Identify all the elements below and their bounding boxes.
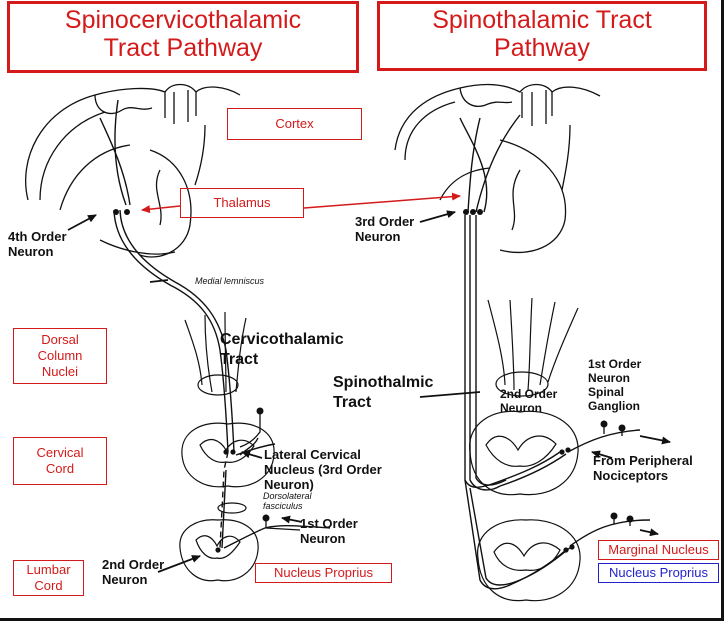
thalamus-connector-arrows (141, 192, 461, 214)
right-tract-lines (459, 114, 651, 590)
left-title: Spinocervicothalamic Tract Pathway (7, 1, 359, 73)
dorsolateral-fasciculus-label: Dorsolateral fasciculus (263, 491, 312, 511)
right-cervical-cord (469, 410, 579, 496)
cervical-cord-box: Cervical Cord (13, 437, 107, 485)
right-arrows (419, 210, 671, 537)
first-order-neuron-left-label: 1st Order Neuron (300, 516, 358, 546)
cortex-box: Cortex (227, 108, 362, 140)
third-order-neuron-label: 3rd Order Neuron (355, 214, 415, 244)
first-order-neuron-right-label: 1st Order Neuron Spinal Ganglion (588, 357, 642, 413)
right-lumbar-cord (477, 519, 581, 602)
medial-lemniscus-label: Medial lemniscus (195, 276, 265, 286)
second-order-neuron-left-label: 2nd Order Neuron (102, 557, 165, 587)
left-cervical-cord (181, 422, 275, 488)
fourth-order-neuron-label: 4th Order Neuron (8, 229, 67, 259)
right-brain-section (394, 83, 601, 254)
right-neuron-dots (463, 209, 634, 553)
right-brainstem (487, 297, 579, 397)
left-lumbar-cord (179, 502, 259, 582)
peripheral-nociceptors-label: From Peripheral Nociceptors (593, 453, 693, 483)
marginal-nucleus-box: Marginal Nucleus (598, 540, 719, 560)
thalamus-box: Thalamus (180, 188, 304, 218)
left-tract-lines (99, 99, 331, 549)
spinothalmic-tract-label: Spinothalmic Tract (333, 374, 434, 411)
lumbar-cord-box: Lumbar Cord (13, 560, 84, 596)
lateral-cervical-nucleus-label: Lateral Cervical Nucleus (3rd Order Neur… (264, 447, 382, 492)
nucleus-proprius-left-box: Nucleus Proprius (255, 563, 392, 583)
nucleus-proprius-right-box: Nucleus Proprius (598, 563, 719, 583)
dorsal-column-nuclei-box: Dorsal Column Nuclei (13, 328, 107, 384)
second-order-neuron-right-label: 2nd Order Neuron (500, 387, 558, 415)
left-brainstem (184, 311, 247, 396)
cervicothalamic-tract-label: Cervicothalamic Tract (220, 331, 344, 368)
left-arrows (67, 214, 303, 573)
right-title: Spinothalamic Tract Pathway (377, 1, 707, 71)
left-brain-section (25, 83, 241, 258)
left-neuron-dots (113, 209, 270, 553)
